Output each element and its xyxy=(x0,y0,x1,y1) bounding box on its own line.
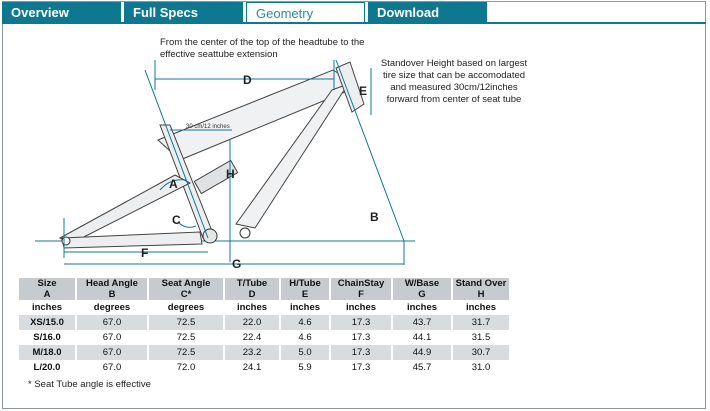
unit-cell: inches xyxy=(452,300,511,315)
tab-full-specs[interactable]: Full Specs xyxy=(124,2,243,23)
size-cell: XS/15.0 xyxy=(19,315,77,330)
size-cell: L/20.0 xyxy=(19,360,77,375)
unit-cell: degrees xyxy=(76,300,149,315)
table-cell: 72.5 xyxy=(148,330,225,345)
tab-underline xyxy=(2,22,706,24)
table-row: L/20.0 67.0 72.0 24.1 5.9 17.3 45.7 31.0 xyxy=(19,360,511,375)
table-cell: 17.3 xyxy=(330,360,393,375)
table-cell: 4.6 xyxy=(280,315,331,330)
top-tube-note: From the center of the top of the headtu… xyxy=(160,37,365,60)
table-cell: 22.0 xyxy=(224,315,281,330)
table-cell: 67.0 xyxy=(76,360,149,375)
unit-cell: inches xyxy=(330,300,393,315)
table-cell: 24.1 xyxy=(224,360,281,375)
unit-cell: degrees xyxy=(148,300,225,315)
unit-cell: inches xyxy=(392,300,453,315)
tab-geometry[interactable]: Geometry xyxy=(246,2,365,24)
tab-bar: Overview Full Specs Geometry Download xyxy=(2,2,706,24)
table-cell: 44.1 xyxy=(392,330,453,345)
table-cell: 67.0 xyxy=(76,330,149,345)
table-row: S/16.0 67.0 72.5 22.4 4.6 17.3 44.1 31.5 xyxy=(19,330,511,345)
table-cell: 72.0 xyxy=(148,360,225,375)
table-cell: 30.7 xyxy=(452,345,511,360)
table-cell: 45.7 xyxy=(392,360,453,375)
table-cell: 72.5 xyxy=(148,315,225,330)
table-cell: 67.0 xyxy=(76,345,149,360)
table-row: M/18.0 67.0 72.5 23.2 5.0 17.3 44.9 30.7 xyxy=(19,345,511,360)
size-cell: M/18.0 xyxy=(19,345,77,360)
table-cell: 72.5 xyxy=(148,345,225,360)
table-cell: 43.7 xyxy=(392,315,453,330)
table-row: XS/15.0 67.0 72.5 22.0 4.6 17.3 43.7 31.… xyxy=(19,315,511,330)
table-cell: 31.7 xyxy=(452,315,511,330)
tab-overview[interactable]: Overview xyxy=(2,2,121,23)
table-cell: 5.9 xyxy=(280,360,331,375)
table-cell: 31.0 xyxy=(452,360,511,375)
table-cell: 5.0 xyxy=(280,345,331,360)
seat-angle-footnote: * Seat Tube angle is effective xyxy=(28,379,151,390)
table-cell: 17.3 xyxy=(330,315,393,330)
table-cell: 22.4 xyxy=(224,330,281,345)
table-units-row: inches degrees degrees inches inches inc… xyxy=(19,300,511,315)
unit-cell: inches xyxy=(224,300,281,315)
unit-cell: inches xyxy=(19,300,77,315)
size-cell: S/16.0 xyxy=(19,330,77,345)
table-cell: 44.9 xyxy=(392,345,453,360)
table-cell: 4.6 xyxy=(280,330,331,345)
standover-note: Standover Height based on largest tire s… xyxy=(380,58,528,105)
table-cell: 17.3 xyxy=(330,330,393,345)
table-cell: 31.5 xyxy=(452,330,511,345)
unit-cell: inches xyxy=(280,300,331,315)
table-cell: 23.2 xyxy=(224,345,281,360)
table-cell: 17.3 xyxy=(330,345,393,360)
tab-download[interactable]: Download xyxy=(368,2,487,23)
table-cell: 67.0 xyxy=(76,315,149,330)
